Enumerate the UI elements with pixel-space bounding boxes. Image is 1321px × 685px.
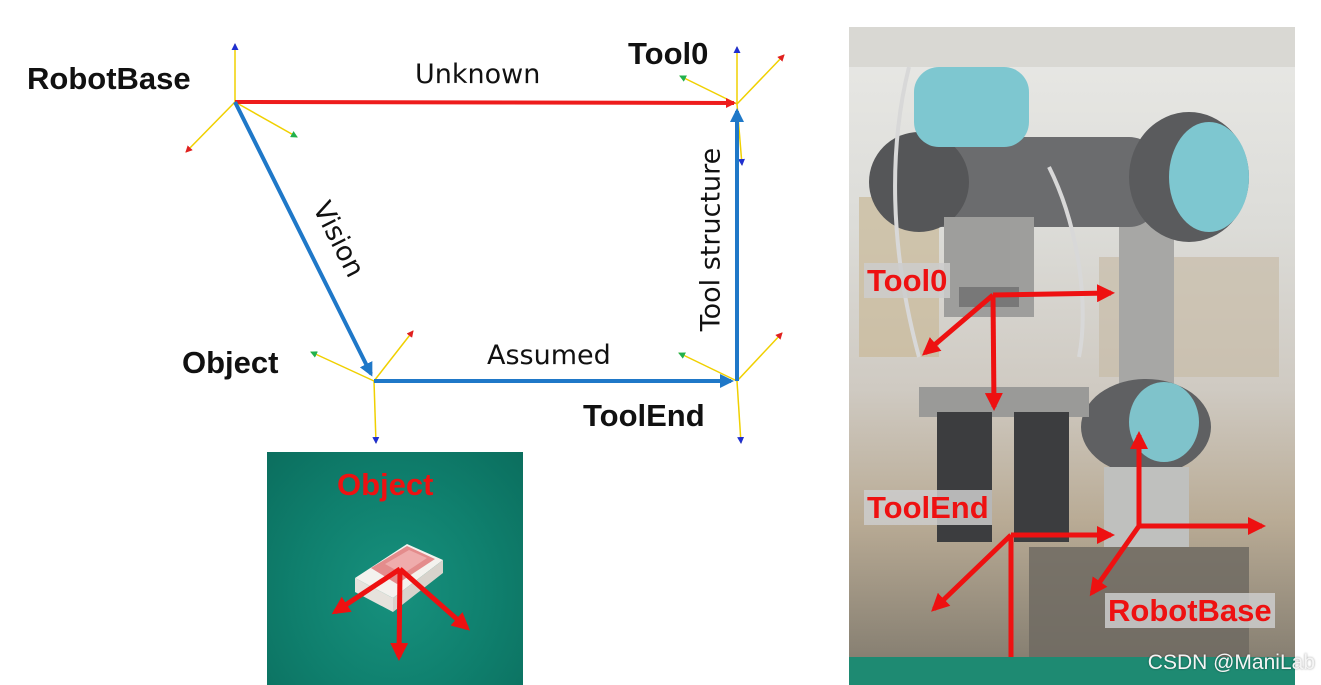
object-frame-label: Object: [182, 345, 279, 380]
object-photo: Object: [267, 452, 523, 685]
robotbase-frame-label: RobotBase: [27, 61, 191, 96]
robot-arm: [869, 66, 1249, 547]
tool-structure-edge-label: Tool structure: [695, 147, 727, 332]
toolend-photo-axes: [931, 526, 1115, 657]
assumed-edge-label: Assumed: [487, 340, 611, 371]
robotbase-frame-axes: [185, 43, 298, 153]
robotbase-photo-axes: [1089, 431, 1266, 597]
object-frame-axes: [310, 330, 414, 444]
watermark-text: CSDN @ManiLab: [1147, 651, 1315, 674]
object-photo-label: Object: [337, 467, 434, 502]
tool0-photo-label: Tool0: [864, 263, 951, 298]
unknown-edge-arrow: [234, 97, 736, 108]
unknown-edge-label: Unknown: [415, 59, 541, 90]
robot-photo: Tool0 ToolEnd RobotBase: [849, 27, 1295, 685]
vision-edge-arrow: [233, 101, 373, 377]
toolend-frame-label: ToolEnd: [583, 398, 705, 433]
robotbase-photo-label: RobotBase: [1105, 593, 1275, 628]
object-photo-axes: [331, 566, 471, 661]
tool0-photo-axes: [921, 284, 1115, 411]
tool0-frame-label: Tool0: [628, 36, 709, 71]
toolend-photo-label: ToolEnd: [864, 490, 992, 525]
